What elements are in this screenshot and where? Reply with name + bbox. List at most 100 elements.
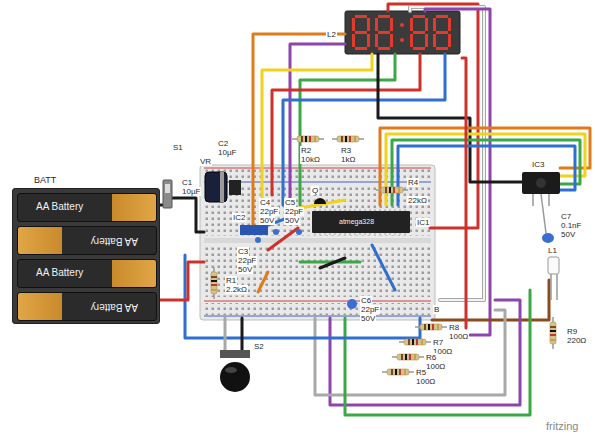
part-label: S2 (253, 342, 265, 351)
capacitor-and-regulator (347, 299, 357, 309)
ir-receiver (536, 178, 546, 188)
capacitor-and-regulator (314, 198, 326, 204)
ir-receiver (548, 194, 550, 206)
ir-receiver (541, 194, 546, 233)
capacitor-and-regulator (296, 229, 302, 235)
part-label: C6 (360, 296, 372, 305)
led (548, 257, 559, 274)
part-value: 50V (560, 230, 576, 239)
part-label: R4 (407, 178, 419, 187)
capacitor-and-regulator (229, 180, 241, 195)
battery-text: AA Battery (91, 235, 138, 247)
part-label: C5 (284, 198, 296, 207)
resistors (376, 187, 408, 193)
part-label: R1 (225, 276, 237, 285)
breadboard (204, 238, 431, 243)
led (550, 274, 552, 300)
jumper-wires (386, 134, 585, 205)
part-label: R6 (425, 353, 437, 362)
resistors (211, 136, 556, 375)
part-label: BATT (33, 175, 57, 186)
jumper-wires (258, 272, 268, 292)
seven-segment-display (375, 15, 393, 50)
battery-holder: BATTAA BatteryAA BatteryAA BatteryAA Bat… (12, 188, 160, 324)
part-value: 220Ω (566, 336, 587, 345)
resistors (332, 136, 364, 142)
part-value: 22pF (284, 207, 304, 216)
capacitor-and-regulator (273, 229, 279, 235)
jumper-wires (268, 228, 298, 250)
resistors (211, 267, 217, 299)
push-button (220, 350, 250, 358)
capacitor-and-regulator (205, 172, 357, 309)
part-value: 50V (284, 216, 300, 225)
watermark: fritzing (545, 420, 579, 432)
jumper-wires (290, 44, 345, 205)
resistors (550, 317, 556, 349)
part-label: L2 (326, 30, 337, 39)
capacitor-and-regulator (240, 225, 268, 235)
jumper-wires (392, 140, 580, 205)
ir-receiver (522, 172, 560, 243)
part-value: 100Ω (415, 377, 436, 386)
battery-cell: AA Battery (17, 193, 157, 222)
jumper-wires (410, 7, 484, 300)
part-label: C7 (560, 212, 572, 221)
microcontroller-chip (312, 211, 410, 233)
ir-receiver (542, 233, 554, 243)
part-label: R2 (300, 146, 312, 155)
jumper-wires (345, 290, 530, 415)
jumper-wires (378, 54, 522, 182)
battery-cell: AA Battery (17, 292, 157, 321)
breadboard (200, 165, 435, 320)
battery-cell: AA Battery (17, 259, 157, 288)
part-value: 10µF (181, 187, 201, 196)
capacitor-and-regulator (255, 237, 261, 243)
microcontroller-chip (314, 209, 408, 211)
breadboard (204, 316, 431, 317)
part-label: B (433, 305, 440, 314)
jumper-wires (262, 54, 372, 205)
slide-switch (165, 184, 170, 193)
microcontroller-chip (314, 233, 408, 235)
seven-segment-display (410, 15, 428, 50)
part-label: R8 (448, 323, 460, 332)
part-value: 50V (237, 265, 253, 274)
part-label: S1 (172, 143, 184, 152)
part-value: 50V (259, 216, 275, 225)
part-value: 2.2kΩ (225, 285, 248, 294)
slide-switch (163, 180, 172, 208)
push-button (225, 367, 237, 373)
jumper-wires (241, 318, 244, 352)
part-value: 0.1nF (560, 221, 582, 230)
part-label: R3 (340, 146, 352, 155)
part-label: C3 (237, 247, 249, 256)
part-label: VR (199, 157, 212, 166)
part-value: 22kΩ (407, 196, 428, 205)
jumper-wires (160, 4, 590, 415)
part-value: 22pF (237, 256, 257, 265)
part-label: R5 (415, 368, 427, 377)
part-value: 100Ω (425, 362, 446, 371)
battery-text: AA Battery (91, 301, 138, 313)
battery-text: AA Battery (36, 267, 83, 279)
jumper-wires (462, 58, 466, 328)
part-value: 50V (360, 314, 376, 323)
seven-segment-display (345, 11, 460, 54)
push-button (220, 350, 250, 392)
part-value: 10kΩ (300, 155, 321, 164)
part-label: R9 (566, 327, 578, 336)
jumper-wires (380, 128, 590, 205)
part-value: 100Ω (448, 332, 469, 341)
part-value: 1kΩ (340, 155, 356, 164)
led (556, 274, 558, 300)
part-label: C1 (181, 178, 193, 187)
part-label: C2 (217, 139, 229, 148)
part-label: IC3 (531, 160, 545, 169)
part-label: Q (311, 186, 319, 195)
led (548, 257, 559, 300)
jumper-wires (372, 245, 395, 290)
chip-marking: atmega328 (338, 218, 375, 226)
part-label: C4 (259, 198, 271, 207)
